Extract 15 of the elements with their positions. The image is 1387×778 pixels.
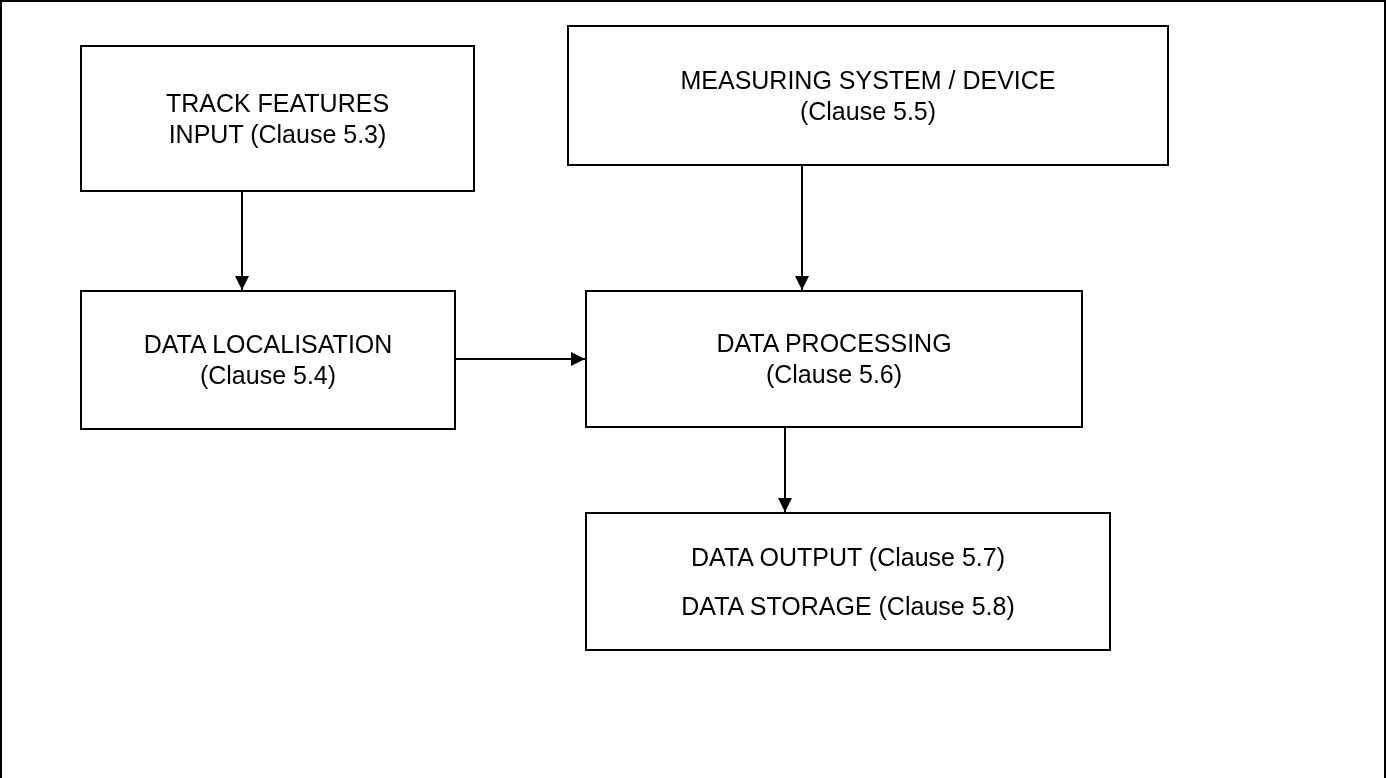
box-label: DATA PROCESSING (Clause 5.6) — [715, 328, 953, 390]
box-label: DATA OUTPUT (Clause 5.7) — [691, 541, 1005, 573]
arrow — [235, 191, 249, 291]
arrow — [778, 427, 792, 513]
process-box — [585, 512, 1111, 651]
arrow — [795, 165, 809, 291]
process-box — [567, 25, 1169, 166]
process-box — [80, 45, 475, 192]
box-label: DATA LOCALISATION (Clause 5.4) — [142, 329, 394, 391]
arrow — [455, 352, 586, 366]
box-label: TRACK FEATURES INPUT (Clause 5.3) — [164, 87, 391, 150]
box-label: MEASURING SYSTEM / DEVICE (Clause 5.5) — [679, 64, 1057, 127]
process-box — [585, 290, 1083, 428]
process-box — [80, 290, 456, 430]
box-label: DATA STORAGE (Clause 5.8) — [681, 590, 1015, 622]
